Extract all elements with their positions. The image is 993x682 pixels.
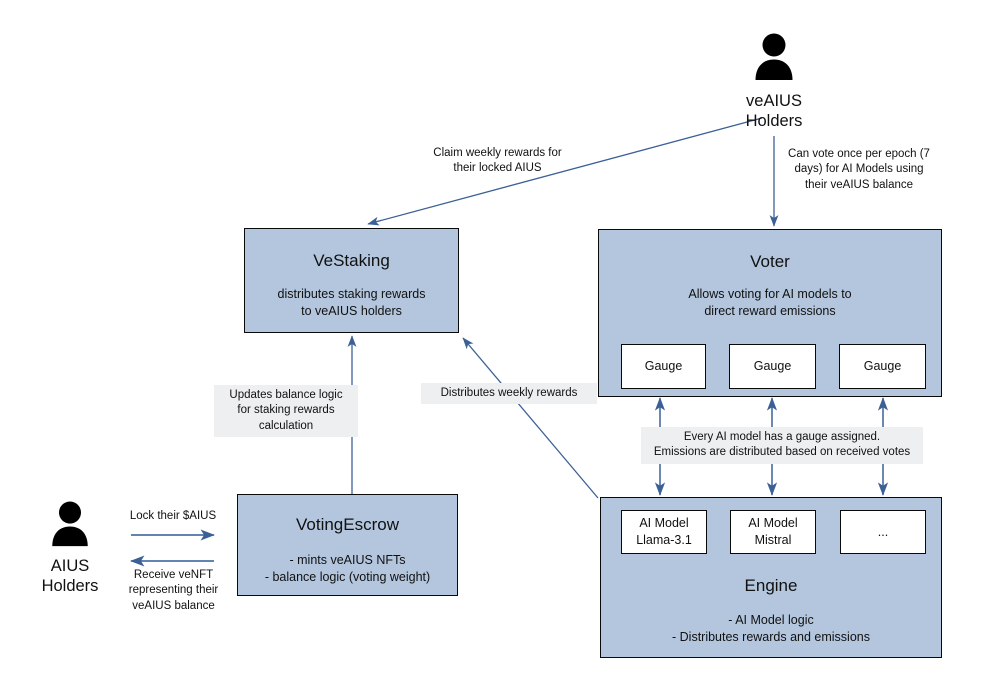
subbox-gauge-3[interactable]: Gauge [839,344,926,389]
subbox-gauge-1-label: Gauge [644,359,683,374]
subbox-ai-model-1-label: AI Model Llama-3.1 [636,516,692,547]
edge-label-claim-weekly-rewards: Claim weekly rewards for their locked AI… [433,147,562,175]
subbox-ai-model-3-label: ... [877,524,889,539]
edge-engine-to-vestaking [462,337,599,499]
node-votingescrow[interactable]: VotingEscrow - mints veAIUS NFTs - balan… [237,494,458,596]
subbox-gauge-2[interactable]: Gauge [729,344,816,389]
subbox-gauge-1[interactable]: Gauge [621,344,706,389]
node-votingescrow-title: VotingEscrow [296,515,399,534]
actor-veaius-holders: veAIUS Holders [708,32,840,132]
node-votingescrow-desc: - mints veAIUS NFTs - balance logic (vot… [264,552,431,584]
actor-veaius-holders-label: veAIUS Holders [745,92,803,130]
edge-label-distributes-weekly-rewards: Distributes weekly rewards [421,383,597,405]
person-icon [708,32,840,84]
actor-aius-holders: AIUS Holders [20,500,120,597]
node-voter[interactable]: Voter Allows voting for AI models to dir… [598,229,942,397]
subbox-gauge-3-label: Gauge [863,359,902,374]
edge-label-vote-once-per-epoch: Can vote once per epoch (7 days) for AI … [788,148,930,191]
person-icon [20,500,120,550]
subbox-ai-model-2-label: AI Model Mistral [748,516,798,547]
edge-label-updates-balance-logic: Updates balance logic for staking reward… [214,385,358,437]
edge-label-receive-venft: Receive veNFT representing their veAIUS … [128,569,219,612]
subbox-gauge-2-label: Gauge [753,359,792,374]
node-voter-title: Voter [750,252,790,271]
edge-label-lock-their-aius: Lock their $AIUS [129,510,217,522]
node-engine-title: Engine [744,576,798,595]
node-vestaking[interactable]: VeStaking distributes staking rewards to… [244,228,459,333]
actor-aius-holders-label: AIUS Holders [41,557,99,595]
subbox-ai-model-1[interactable]: AI Model Llama-3.1 [621,510,707,554]
node-vestaking-desc: distributes staking rewards to veAIUS ho… [277,286,426,318]
subbox-ai-model-2[interactable]: AI Model Mistral [730,510,816,554]
node-engine[interactable]: AI Model Llama-3.1 AI Model Mistral ... … [600,497,942,658]
edge-label-gauge-assignment-note: Every AI model has a gauge assigned. Emi… [641,427,923,464]
node-voter-desc: Allows voting for AI models to direct re… [688,286,852,318]
node-vestaking-title: VeStaking [313,251,390,270]
subbox-ai-model-3[interactable]: ... [840,510,926,554]
node-engine-desc: - AI Model logic - Distributes rewards a… [672,612,870,644]
